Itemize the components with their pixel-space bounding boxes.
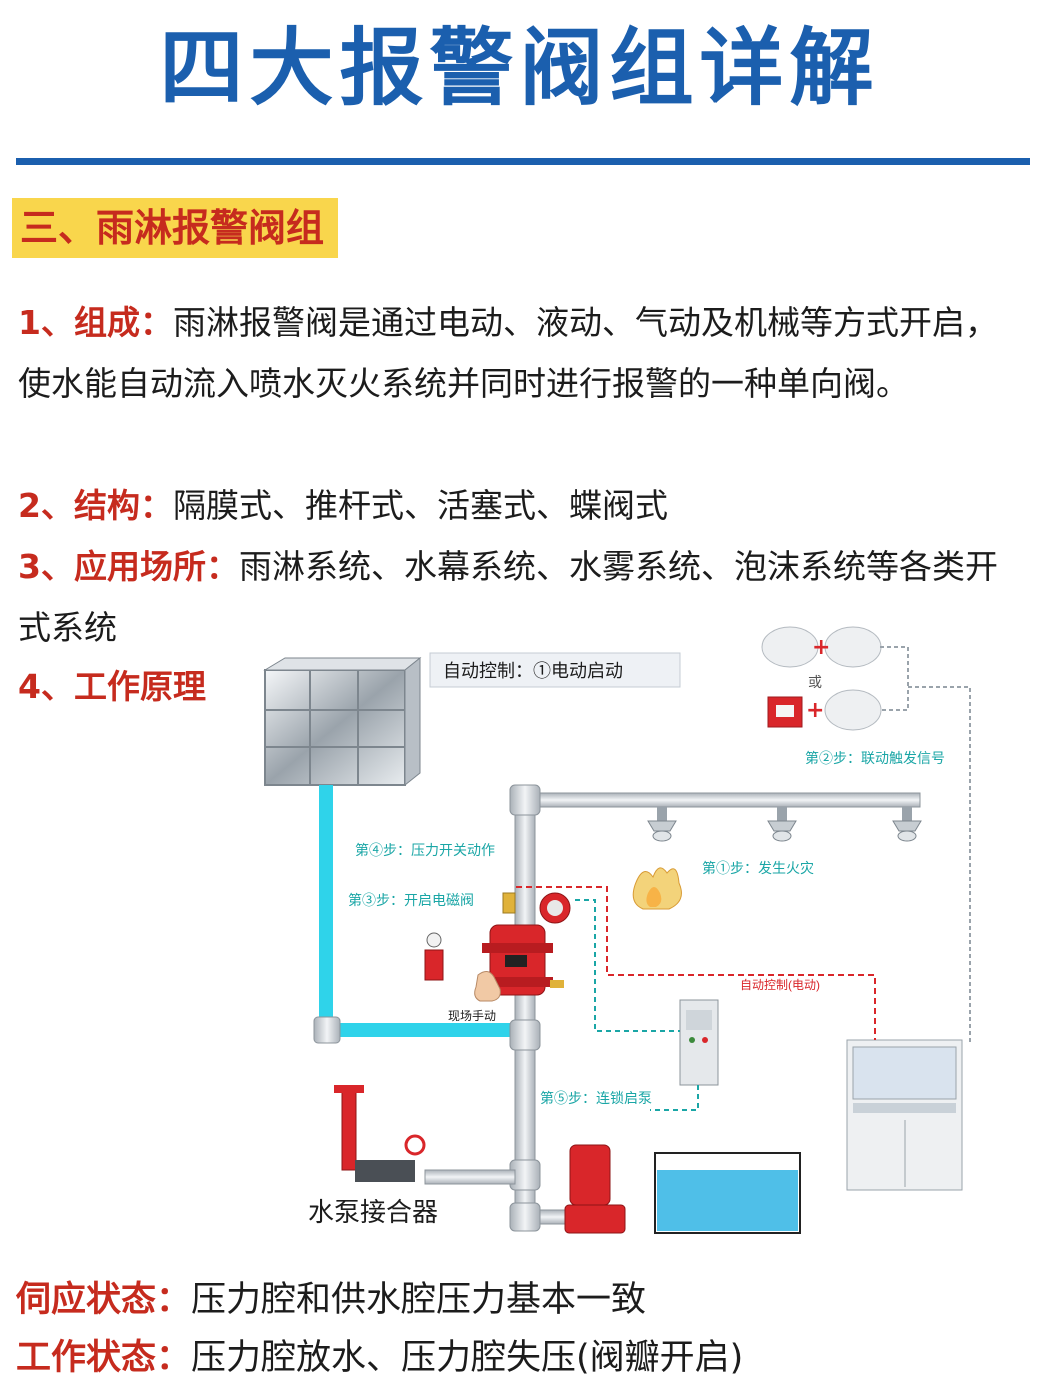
composition-label: 1、组成： xyxy=(18,303,173,342)
hand-icon xyxy=(474,971,501,1002)
composition-text: 雨淋报警阀是通过电动、液动、气动及机械等方式开启，使水能自动流入喷水灭火系统并同… xyxy=(18,303,998,403)
structure-paragraph: 2、结构：隔膜式、推杆式、活塞式、蝶阀式 xyxy=(18,475,1028,536)
or-label: 或 xyxy=(808,674,822,690)
main-riser-pipe xyxy=(424,784,921,1232)
principle-label: 4、工作原理 xyxy=(18,667,206,706)
deluge-alarm-valve xyxy=(424,892,571,996)
structure-text: 隔膜式、推杆式、活塞式、蝶阀式 xyxy=(172,486,668,525)
water-pool xyxy=(654,1152,801,1234)
application-text: 雨淋系统、水幕系统、水雾系统、泡沫系统等各类开式系统 xyxy=(18,547,998,647)
title-divider xyxy=(16,158,1030,165)
sprinkler-heads xyxy=(647,807,922,842)
working-state: 工作状态：压力腔放水、压力腔失压(阀瓣开启) xyxy=(16,1330,743,1386)
application-label: 3、应用场所： xyxy=(18,547,239,586)
composition-paragraph: 1、组成：雨淋报警阀是通过电动、液动、气动及机械等方式开启，使水能自动流入喷水灭… xyxy=(18,292,1028,414)
auto-control-label: 自动控制：①电动启动 xyxy=(443,661,623,681)
working-principle-diagram: + + xyxy=(250,625,1035,1265)
step4-label: 第④步：压力开关动作 xyxy=(355,842,495,858)
working-label: 工作状态： xyxy=(16,1338,192,1378)
page-title: 四大报警阀组详解 xyxy=(159,19,880,117)
signal-lines xyxy=(516,646,971,1111)
standby-text: 压力腔和供水腔压力基本一致 xyxy=(191,1280,647,1320)
section-heading: 三、雨淋报警阀组 xyxy=(12,198,339,258)
fire-alarm-controller xyxy=(846,1039,963,1191)
fire-icon xyxy=(632,867,682,910)
auto-control-box xyxy=(429,652,681,688)
pump-adapter-label: 水泵接合器 xyxy=(308,1197,438,1227)
water-tank xyxy=(263,656,422,787)
svg-text:+: + xyxy=(812,635,830,660)
diagram-svg: + + xyxy=(263,626,971,1234)
smoke-detectors: + + xyxy=(761,626,882,731)
step3-label: 第③步：开启电磁阀 xyxy=(348,892,474,908)
step1-label: 第①步：发生火灾 xyxy=(702,860,814,876)
svg-text:+: + xyxy=(806,698,824,723)
step5-label: 第⑤步：连锁启泵 xyxy=(540,1090,652,1106)
pump-control-cabinet xyxy=(679,999,719,1086)
step2-label: 第②步：联动触发信号 xyxy=(805,750,945,766)
pump-adapter-device xyxy=(334,1085,426,1182)
application-paragraph: 3、应用场所：雨淋系统、水幕系统、水雾系统、泡沫系统等各类开式系统 xyxy=(18,536,1028,658)
structure-label: 2、结构： xyxy=(18,486,173,525)
standby-state: 伺应状态：压力腔和供水腔压力基本一致 xyxy=(16,1272,646,1328)
standby-label: 伺应状态： xyxy=(16,1280,192,1320)
fire-pump xyxy=(564,1144,626,1234)
water-supply-pipe xyxy=(313,785,519,1044)
manual-onsite-label: 现场手动 xyxy=(448,1009,496,1023)
working-text: 压力腔放水、压力腔失压(阀瓣开启) xyxy=(191,1338,744,1378)
auto-control-electric-label: 自动控制(电动) xyxy=(740,978,820,992)
